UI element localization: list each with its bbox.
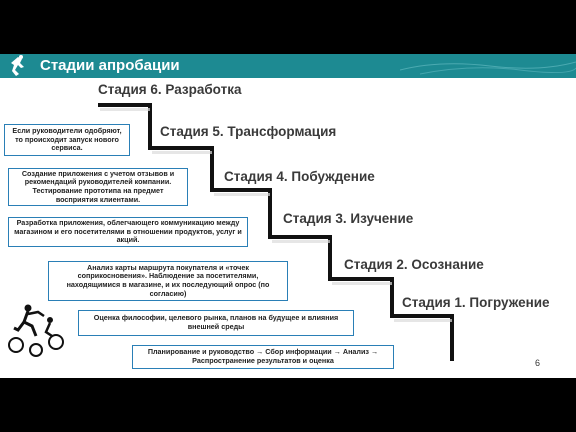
header-bar: CIMSCAN Стадии апробации xyxy=(0,54,576,84)
note-stage-2: Оценка философии, целевого рынка, планов… xyxy=(78,310,354,336)
figure-logo-icon: CIMSCAN xyxy=(6,55,27,84)
note-stage-5: Создание приложения с учетом отзывов и р… xyxy=(8,168,188,206)
slide: CIMSCAN Стадии апробации Стадия 6. Разра… xyxy=(0,54,576,378)
staircase-line xyxy=(98,103,454,361)
staircase xyxy=(98,103,454,361)
stage-3-label: Стадия 3. Изучение xyxy=(283,211,414,226)
note-stage-4: Разработка приложения, облегчающего комм… xyxy=(8,217,248,247)
note-stage-1: Планирование и руководство → Сбор информ… xyxy=(132,345,394,369)
page-title: Стадии апробации xyxy=(40,57,180,74)
stage-2-label: Стадия 2. Осознание xyxy=(344,257,484,272)
header-decoration xyxy=(400,61,576,75)
note-stage-3: Анализ карты маршрута покупателя и «точе… xyxy=(48,261,288,301)
svg-text:CIMSCAN: CIMSCAN xyxy=(6,79,27,84)
stage-4-label: Стадия 4. Побуждение xyxy=(224,169,375,184)
stage-5-label: Стадия 5. Трансформация xyxy=(160,124,337,139)
stage-6-label: Стадия 6. Разработка xyxy=(98,82,242,97)
cyclist-figures-icon xyxy=(8,304,64,357)
stage-1-label: Стадия 1. Погружение xyxy=(402,295,550,310)
note-stage-6: Если руководители одобряют, то происходи… xyxy=(4,124,130,156)
page-number: 6 xyxy=(535,358,541,368)
